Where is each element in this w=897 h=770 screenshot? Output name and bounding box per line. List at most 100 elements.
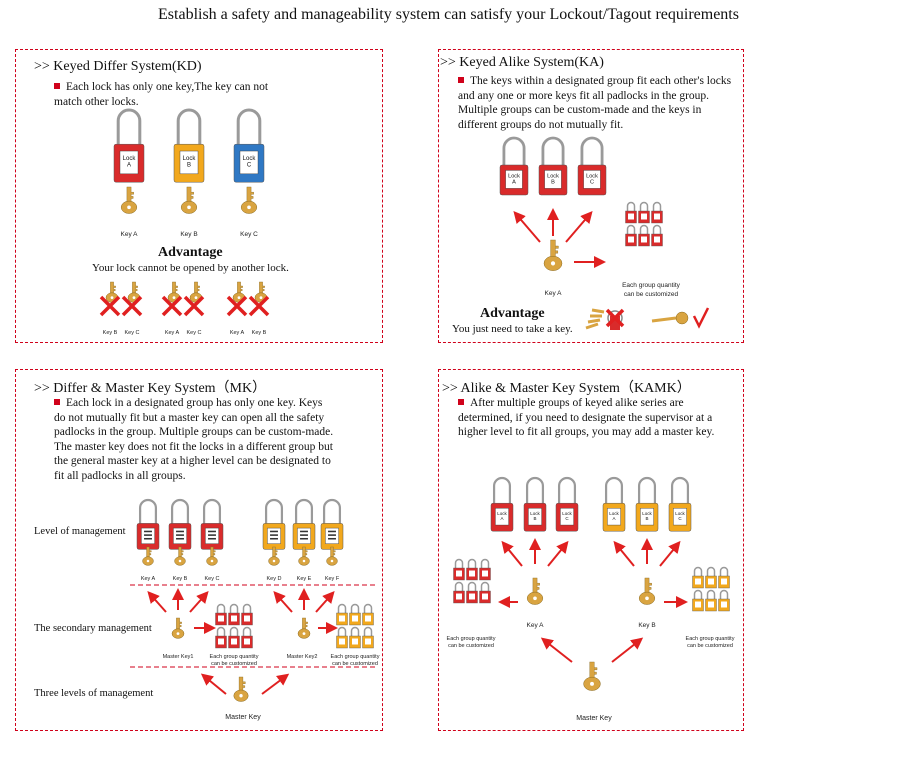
kamk-padlock-yellow <box>668 476 692 532</box>
arrow <box>200 673 227 695</box>
arrow <box>611 637 644 663</box>
arrow <box>189 591 209 613</box>
mk-key-icon <box>298 546 310 566</box>
mk-heading: >> Differ & Master Key System（MK） <box>34 381 267 396</box>
mk-key-icon <box>206 546 218 566</box>
mk-level-2-label: The secondary management <box>34 623 152 634</box>
check-icon <box>692 307 710 329</box>
arrow <box>547 540 569 567</box>
kd-key-label: Key C <box>240 231 258 238</box>
kd-padlock-a <box>113 108 145 183</box>
lock-label: Lock <box>562 511 572 516</box>
arrow <box>273 591 293 613</box>
panel-alike-master-key <box>438 369 744 731</box>
ka-group-note: can be customized <box>624 291 679 298</box>
mk-master-key2-icon <box>297 617 311 639</box>
lock-label: Lock <box>530 511 540 516</box>
mk-key-icon <box>326 546 338 566</box>
lock-label: Lock <box>547 174 559 180</box>
mk-key-label: Key E <box>297 576 312 582</box>
lock-label: A <box>612 516 615 521</box>
kd-heading: >> Keyed Differ System(KD) <box>34 59 202 74</box>
page-title: Establish a safety and manageability sys… <box>158 6 739 23</box>
mk-master-key-icon <box>233 676 249 702</box>
mk-group-note: can be customized <box>211 661 257 667</box>
kd-crossed-key-label: Key B <box>103 330 118 336</box>
kamk-group-note: can be customized <box>687 643 733 649</box>
mk-key-icon <box>174 546 186 566</box>
arrow <box>261 673 290 695</box>
kd-key-label: Key A <box>121 231 139 238</box>
ka-description: The keys within a designated group fit e… <box>458 75 732 131</box>
cross-icon <box>183 295 205 317</box>
lock-label: Lock <box>243 156 257 162</box>
mk-master-key-label: Master Key <box>225 714 261 721</box>
cross-icon <box>248 295 270 317</box>
mk-key-icon <box>268 546 280 566</box>
lock-label: A <box>127 163 131 169</box>
panel-master-key <box>15 369 383 731</box>
lock-label: A <box>512 180 516 186</box>
mk-level-3-label: Three levels of management <box>34 688 154 699</box>
mk-key-label: Key D <box>267 576 282 582</box>
arrow <box>659 540 681 567</box>
mk-padlock-group-red <box>215 603 253 649</box>
kamk-key-a-icon <box>526 577 544 605</box>
kamk-group-note: Each group quantity <box>686 636 735 642</box>
key-bunch-icon <box>585 308 623 330</box>
kamk-padlock-red <box>523 476 547 532</box>
mk-group-note: Each group quantity <box>331 654 380 660</box>
mk-key-label: Key F <box>325 576 340 582</box>
arrow <box>501 540 523 567</box>
kamk-group-note: can be customized <box>448 643 494 649</box>
mk-padlock-red <box>168 498 192 550</box>
bullet-icon <box>458 399 464 405</box>
lock-label: C <box>590 180 594 186</box>
cross-icon <box>605 308 625 328</box>
kamk-padlock-group-yellow <box>692 566 730 612</box>
bullet-icon <box>54 83 60 89</box>
lock-label: B <box>645 516 648 521</box>
mk-master-key2-label: Master Key2 <box>287 654 318 660</box>
kd-crossed-key-label: Key C <box>125 330 140 336</box>
ka-advantage-text: You just need to take a key. <box>452 323 573 335</box>
arrow <box>613 540 635 567</box>
kamk-padlock-yellow <box>602 476 626 532</box>
mk-master-key1-label: Master Key1 <box>163 654 194 660</box>
kd-description: Each lock has only one key,The key can n… <box>54 81 269 108</box>
mk-group-note: Each group quantity <box>210 654 259 660</box>
cross-icon <box>99 295 121 317</box>
ka-arrow-up-right <box>565 210 593 243</box>
lock-label: C <box>247 163 252 169</box>
lock-label: Lock <box>609 511 619 516</box>
lock-label: Lock <box>586 174 598 180</box>
lock-label: Lock <box>497 511 507 516</box>
ka-advantage-heading: Advantage <box>480 306 545 321</box>
mk-description: Each lock in a designated group has only… <box>54 397 334 482</box>
lock-label: Lock <box>123 156 137 162</box>
kd-padlock-b <box>173 108 205 183</box>
kd-crossed-key-label: Key A <box>165 330 180 336</box>
cross-icon <box>226 295 248 317</box>
kd-padlock-c <box>233 108 265 183</box>
cross-icon <box>121 295 143 317</box>
kamk-heading: >> Alike & Master Key System（KAMK） <box>442 381 691 396</box>
kd-key-icon <box>180 186 198 214</box>
lock-label: C <box>678 516 682 521</box>
kd-key-icon <box>240 186 258 214</box>
mk-padlock-yellow <box>320 498 344 550</box>
arrow <box>315 591 335 613</box>
lock-label: B <box>533 516 536 521</box>
ka-heading: >> Keyed Alike System(KA) <box>440 55 604 70</box>
ka-key-label: Key A <box>545 290 563 297</box>
mk-padlock-yellow <box>292 498 316 550</box>
mk-padlock-red <box>200 498 224 550</box>
mk-padlock-red <box>136 498 160 550</box>
lock-label: Lock <box>183 156 197 162</box>
ka-padlock-c <box>577 136 607 196</box>
ka-padlock-group-icon <box>625 201 663 247</box>
kamk-master-key-label: Master Key <box>576 715 612 722</box>
mk-level-1-label: Level of management <box>34 526 126 537</box>
ka-key-icon <box>543 239 563 271</box>
